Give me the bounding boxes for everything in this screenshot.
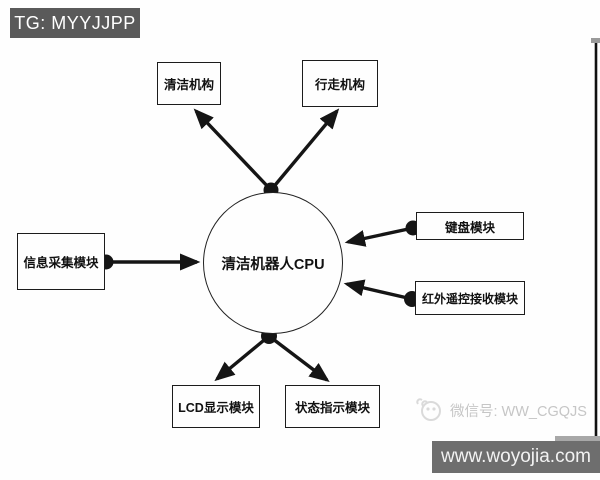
border-line-cap <box>591 38 600 43</box>
node-label: 状态指示模块 <box>294 401 370 415</box>
wechat-watermark-label: 微信号: WW_CGQJS <box>450 403 587 420</box>
node-label: 键盘模块 <box>444 220 495 235</box>
node-infrared-remote-receive-module: 红外遥控接收模块 <box>415 281 525 315</box>
watermark-banner: TG: MYYJJPP <box>10 8 140 38</box>
node-label: 行走机构 <box>314 78 365 92</box>
arrow-cpu-to-cleaning <box>193 108 273 192</box>
wechat-watermark: 微信号: WW_CGQJS <box>414 396 587 424</box>
node-info-collection-module: 信息采集模块 <box>17 233 105 290</box>
node-cleaning-mechanism: 清洁机构 <box>157 62 221 105</box>
footer-bar-cap <box>555 436 600 441</box>
node-keyboard-module: 键盘模块 <box>416 212 524 240</box>
node-label: 信息采集模块 <box>23 256 99 270</box>
node-walking-mechanism: 行走机构 <box>302 60 378 107</box>
node-label: 红外遥控接收模块 <box>421 291 518 306</box>
wechat-logo-icon <box>416 398 441 421</box>
footer-url-label: www.woyojia.com <box>441 446 591 467</box>
footer-url-bar: www.woyojia.com <box>432 441 600 473</box>
arrow-keyboard-to-cpu <box>344 226 414 247</box>
node-label: LCD显示模块 <box>178 401 254 415</box>
node-cpu: 清洁机器人CPU <box>203 192 343 334</box>
arrow-cpu-to-walking <box>269 108 340 192</box>
node-cpu-label: 清洁机器人CPU <box>221 256 325 273</box>
arrow-cpu-to-lcd <box>214 334 271 382</box>
node-label: 清洁机构 <box>163 78 214 92</box>
node-lcd-display-module: LCD显示模块 <box>172 385 260 428</box>
arrow-infrared-to-cpu <box>343 279 413 301</box>
arrow-cpu-to-status <box>267 334 330 383</box>
node-status-indicator-module: 状态指示模块 <box>285 385 380 428</box>
watermark-banner-label: TG: MYYJJPP <box>14 12 136 33</box>
